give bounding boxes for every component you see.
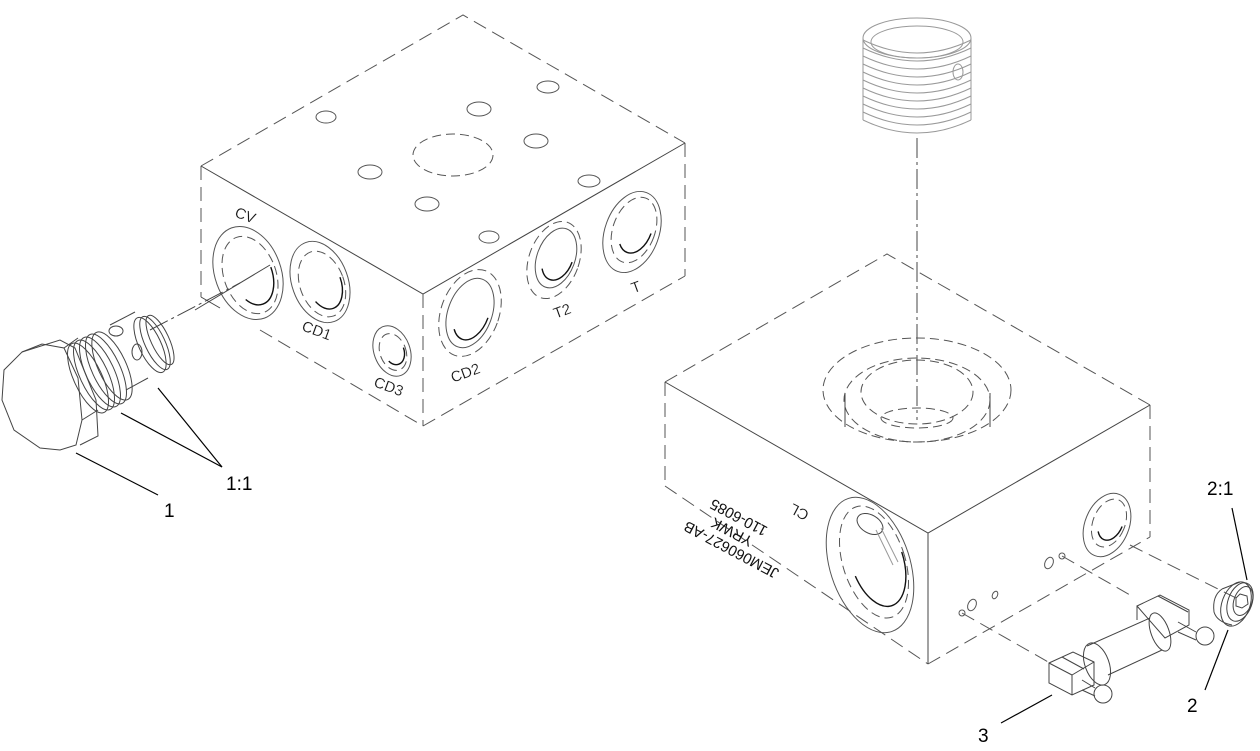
port-cd3	[372, 325, 412, 377]
callout-3: 3	[978, 694, 1053, 747]
callout-label-2-1: 2:1	[1207, 479, 1233, 500]
right-manifold-block: JEM060627-AB YRWK 110-6085 CL	[664, 253, 1151, 665]
sensor-assembly-3	[1048, 594, 1215, 704]
callout-1-1: 1:1	[120, 387, 252, 495]
plug-threads	[67, 331, 133, 414]
assembly-line-sensor-b	[961, 612, 1051, 664]
top-counterbore	[822, 337, 1012, 443]
port-label-t: T	[629, 278, 643, 297]
port-t2	[526, 220, 582, 300]
port-plug-2	[1213, 581, 1254, 627]
left-manifold-block: CV CD1 CD3 CD2 T2 T	[194, 14, 686, 427]
port-label-cd2: CD2	[449, 360, 483, 386]
port-cd1	[289, 240, 351, 324]
cartridge-plug	[1, 282, 241, 451]
callout-label-1-1: 1:1	[226, 474, 252, 495]
top-face-holes	[315, 80, 601, 244]
port-cd2	[438, 269, 502, 357]
port-label-cl: CL	[787, 499, 812, 523]
part-number-stamp: JEM060627-AB YRWK 110-6085	[681, 495, 782, 582]
assembly-line-plug	[1129, 544, 1241, 601]
callout-label-2: 2	[1187, 696, 1198, 717]
callout-1: 1	[75, 452, 175, 522]
port-label-cd3: CD3	[372, 374, 406, 400]
port-t	[602, 190, 662, 274]
callout-label-1: 1	[164, 501, 175, 522]
port-label-cv: CV	[232, 204, 257, 227]
port-label-cd1: CD1	[300, 318, 334, 344]
port-label-t2: T2	[551, 301, 573, 323]
callout-2-1: 2:1	[1207, 479, 1248, 581]
port-cv	[194, 226, 284, 320]
insert-threads	[862, 39, 972, 134]
assembly-line-sensor-a	[1061, 555, 1131, 596]
callout-label-3: 3	[978, 726, 989, 747]
port-right-face	[1082, 492, 1132, 558]
threaded-insert	[862, 17, 972, 134]
callout-2: 2	[1187, 629, 1229, 717]
port-cl	[825, 496, 915, 634]
